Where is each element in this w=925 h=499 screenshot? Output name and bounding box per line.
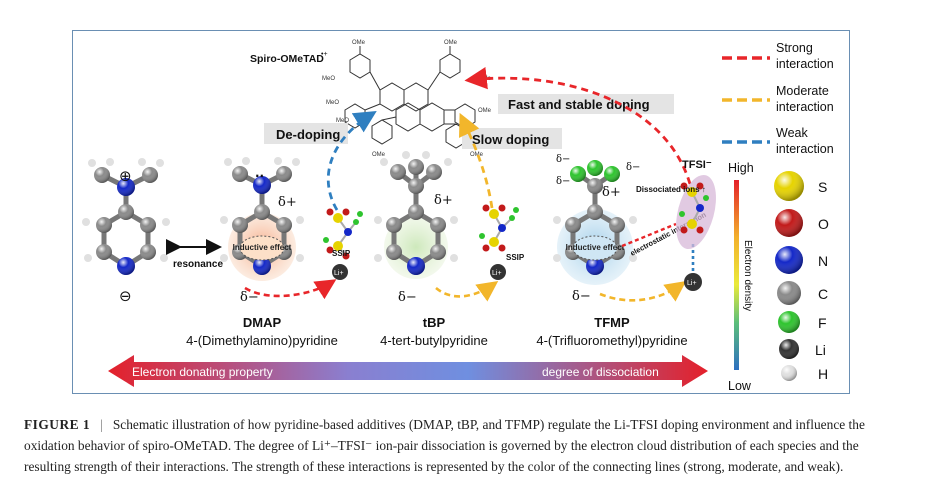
tfmp-inductive-label: Inductive effect: [566, 243, 625, 252]
tbp-li-ion: [490, 264, 506, 280]
caption-separator: |: [100, 417, 103, 432]
element-s-label: S: [818, 179, 827, 195]
tfsi-halo: [676, 175, 716, 249]
element-o-label: O: [818, 216, 829, 232]
spiro-title: Spiro-OMeTAD: [250, 53, 324, 65]
resonance-label: resonance: [173, 259, 223, 270]
spiro-charge: •+: [321, 51, 328, 58]
electron-donating-label: Electron donating property: [132, 365, 273, 379]
substituent-label-6: MeO: [322, 76, 335, 82]
dmap-abbr: DMAP: [243, 315, 282, 330]
tfmp-molecule: [553, 160, 637, 285]
dmap-ssip-label: SSIP: [332, 249, 351, 258]
substituent-label-4: OMe: [478, 108, 492, 114]
fast-doping-arrow: [464, 67, 692, 185]
slow-doping-arrow: [459, 112, 494, 209]
tbp-delta-plus: δ+: [434, 193, 453, 208]
element-c-label: C: [818, 286, 828, 302]
dmap-li-arrow: [244, 279, 337, 300]
element-li-label: Li: [815, 342, 826, 358]
legend-weak-line1: Weak: [776, 126, 808, 140]
tbp-li-arrow: [435, 280, 499, 302]
tfmp-li-ion: [684, 273, 702, 291]
tbp-delta-minus: δ−: [398, 290, 417, 305]
dmap-li-label: Li+: [334, 270, 344, 277]
tfmp-delta-minus: δ−: [572, 289, 591, 304]
tfmp-delta-minus-top-2: δ−: [556, 176, 570, 187]
substituent-label-9: OMe: [372, 152, 386, 158]
minus-charge: ⊖: [119, 287, 132, 305]
slow-doping-label: Slow doping: [472, 132, 549, 147]
slow-doping-box: [462, 128, 562, 149]
fast-doping-label: Fast and stable doping: [508, 97, 650, 112]
density-axis-label: Electron density: [742, 240, 753, 311]
tfmp-delta-minus-top-3: δ−: [626, 162, 640, 173]
dissociated-ions-label: Dissociated ions ↑: [636, 185, 706, 194]
dmap-lone-pair: ··: [255, 169, 264, 183]
resonance-structure: [82, 158, 170, 275]
element-n-label: N: [818, 253, 828, 269]
tbp-abbr: tBP: [423, 315, 446, 330]
substituent-label-7: MeO: [326, 100, 339, 106]
tfmp-delta-plus: δ+: [602, 185, 621, 200]
tfsi-label: TFSI⁻: [682, 159, 712, 171]
electrostatic-line: [621, 222, 677, 248]
de-doping-arrow: [326, 111, 377, 211]
substituent-label-1: OMe: [352, 40, 366, 46]
dmap-name: 4-(Dimethylamino)pyridine: [186, 333, 338, 348]
caption-text: Schematic illustration of how pyridine-b…: [24, 417, 865, 474]
legend-moderate-line1: Moderate: [776, 84, 829, 98]
dissociation-label: degree of dissociation: [542, 365, 659, 379]
dmap-inductive-label: Inductive effect: [233, 243, 292, 252]
tbp-name: 4-tert-butylpyridine: [380, 333, 488, 348]
plus-charge: ⊕: [119, 167, 132, 185]
density-high-label: High: [728, 161, 754, 175]
tfmp-name: 4-(Trifluoromethyl)pyridine: [536, 333, 687, 348]
property-double-arrow: [108, 355, 708, 387]
schematic-figure: Spiro-OMeTAD •+ OMe OMe OMe OMe OMe MeO …: [82, 40, 834, 393]
legend-weak-line2: interaction: [776, 142, 834, 156]
element-h-label: H: [818, 366, 828, 382]
dmap-li-ion: [332, 264, 348, 280]
dmap-delta-minus: δ−: [240, 290, 259, 305]
legend-strong-line2: interaction: [776, 57, 834, 71]
de-doping-box: [264, 123, 348, 144]
density-gradient-bar: [734, 180, 739, 370]
figure-caption: FIGURE 1 |Schematic illustration of how p…: [24, 414, 904, 477]
element-legend: [774, 171, 804, 381]
dmap-molecule: [220, 157, 304, 281]
tfmp-tfsi-cluster: [679, 182, 709, 234]
tbp-molecule: [374, 151, 458, 279]
tfmp-abbr: TFMP: [594, 315, 630, 330]
legend-moderate-line2: interaction: [776, 100, 834, 114]
substituent-label-8: MeO: [336, 118, 349, 124]
tbp-li-label: Li+: [492, 270, 502, 277]
substituent-label-5: OMe: [470, 152, 484, 158]
de-doping-label: De-doping: [276, 127, 340, 142]
tfmp-li-label: Li+: [687, 280, 697, 287]
substituent-label-2: OMe: [444, 40, 458, 46]
density-low-label: Low: [728, 379, 752, 393]
element-f-label: F: [818, 315, 827, 331]
tfmp-li-arrow: [599, 280, 687, 302]
dmap-tfsi-cluster: [323, 208, 363, 260]
spiro-ometad-structure: [344, 46, 476, 149]
legend-strong-line1: Strong: [776, 41, 813, 55]
dmap-delta-plus: δ+: [278, 195, 297, 210]
tbp-ssip-label: SSIP: [506, 253, 525, 262]
figure-frame: [72, 30, 850, 394]
tbp-tfsi-cluster: [479, 204, 519, 252]
interaction-legend: [722, 56, 770, 144]
tfmp-delta-minus-top: δ−: [556, 154, 570, 165]
caption-label: FIGURE 1: [24, 417, 91, 432]
